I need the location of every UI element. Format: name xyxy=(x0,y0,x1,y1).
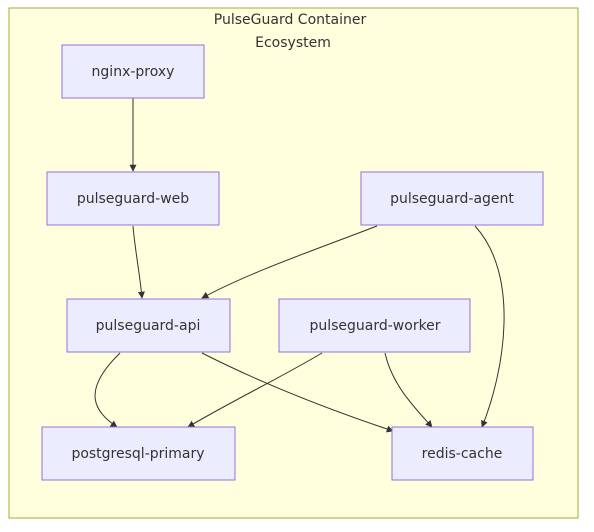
node-pulseguard-agent-box xyxy=(360,171,544,226)
node-nginx-proxy[interactable]: nginx-proxy xyxy=(61,44,205,99)
node-redis-cache[interactable]: redis-cache xyxy=(391,426,534,481)
node-pulseguard-api[interactable]: pulseguard-api xyxy=(66,298,231,353)
node-pulseguard-api-box xyxy=(66,298,231,353)
node-pulseguard-worker-label: pulseguard-worker xyxy=(309,318,440,334)
node-postgresql-primary-box xyxy=(41,426,236,481)
node-nginx-proxy-label: nginx-proxy xyxy=(92,64,175,80)
node-pulseguard-web[interactable]: pulseguard-web xyxy=(46,171,220,226)
cluster-title-line2: Ecosystem xyxy=(255,35,331,51)
node-redis-cache-box xyxy=(391,426,534,481)
node-pulseguard-agent[interactable]: pulseguard-agent xyxy=(360,171,544,226)
edge-pulseguard-api-to-postgresql-primary xyxy=(94,352,121,428)
edges xyxy=(94,98,505,433)
edge-pulseguard-agent-to-pulseguard-api xyxy=(201,225,378,299)
node-pulseguard-worker[interactable]: pulseguard-worker xyxy=(278,298,471,353)
edge-pulseguard-worker-to-postgresql-primary xyxy=(187,352,323,428)
edge-pulseguard-api-to-redis-cache xyxy=(201,352,394,433)
edge-pulseguard-worker-to-redis-cache xyxy=(384,352,433,428)
node-pulseguard-web-label: pulseguard-web xyxy=(77,191,189,207)
cluster-title-line1: PulseGuard Container xyxy=(214,12,367,28)
edge-pulseguard-agent-to-redis-cache xyxy=(474,225,505,428)
edge-pulseguard-web-to-pulseguard-api xyxy=(132,225,145,299)
node-redis-cache-label: redis-cache xyxy=(422,446,503,462)
node-pulseguard-agent-label: pulseguard-agent xyxy=(390,191,514,207)
node-postgresql-primary-label: postgresql-primary xyxy=(71,446,204,462)
node-pulseguard-api-label: pulseguard-api xyxy=(96,318,201,334)
node-postgresql-primary[interactable]: postgresql-primary xyxy=(41,426,236,481)
node-pulseguard-worker-box xyxy=(278,298,471,353)
node-pulseguard-web-box xyxy=(46,171,220,226)
node-nginx-proxy-box xyxy=(61,44,205,99)
